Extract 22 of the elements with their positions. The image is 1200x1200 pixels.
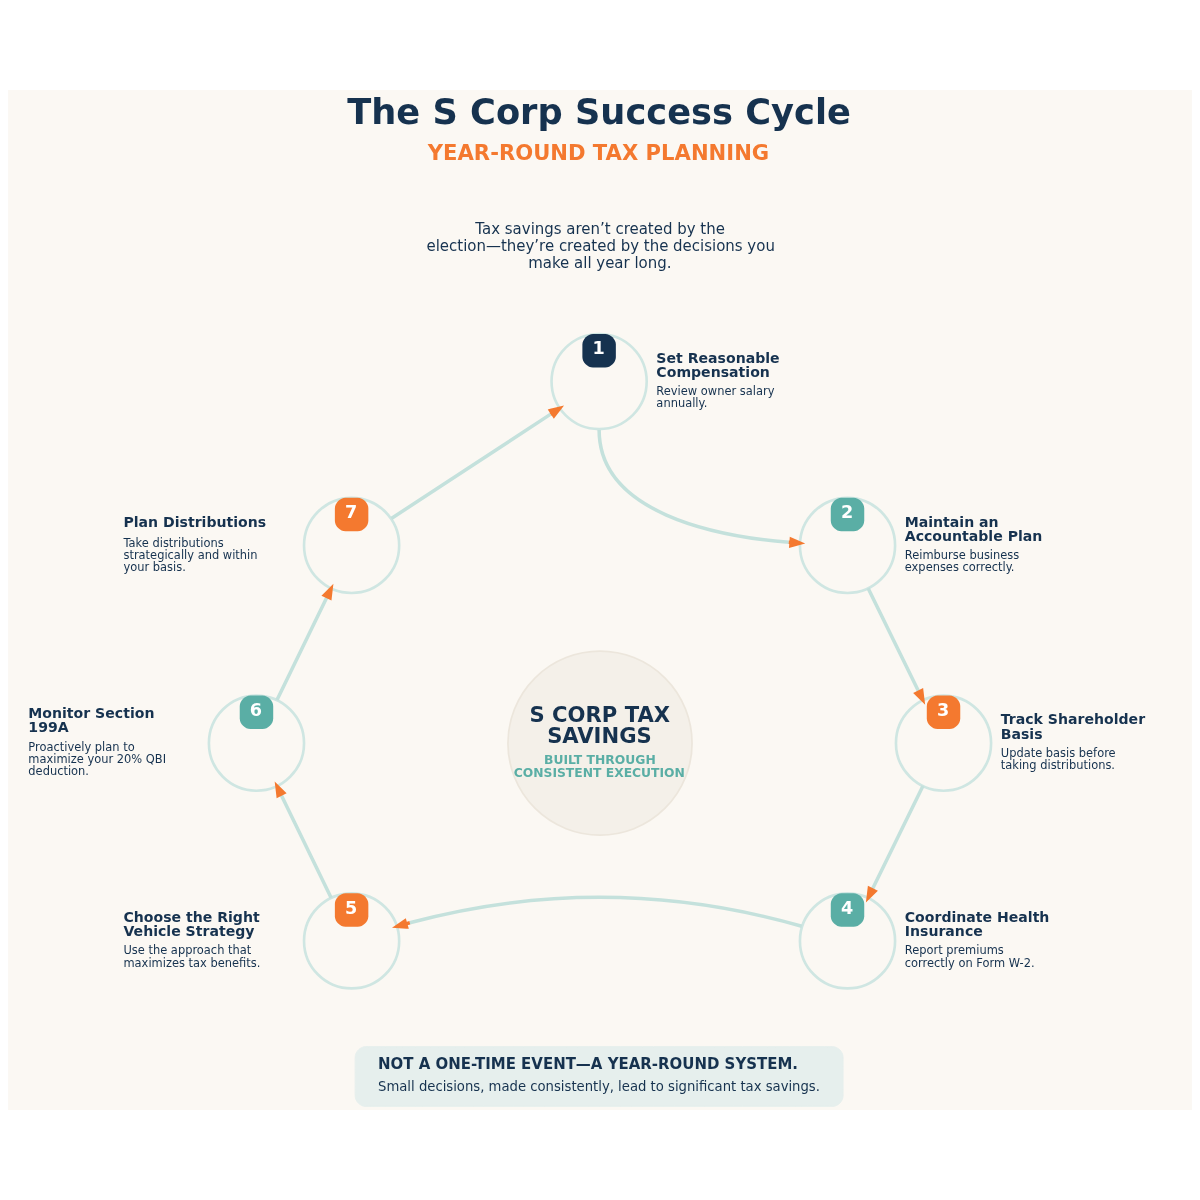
node-label: Set Reasonable Compensation: [656, 349, 780, 380]
label: YEAR-ROUND TAX PLANNING: [427, 139, 770, 165]
node-label: Review owner salary annually.: [656, 384, 775, 411]
node-label: Update basis before taking distributions.: [1000, 745, 1116, 773]
node-label: Reimburse business expenses correctly.: [904, 547, 1020, 575]
arrow: [275, 583, 334, 701]
arrow: [274, 781, 333, 899]
node-label: Maintain an Accountable Plan: [904, 513, 1043, 544]
node-label: Report premiums correctly on Form W-2.: [904, 943, 1035, 970]
node-label: Monitor Section 199A: [28, 705, 155, 736]
diagram-title: The S Corp Success Cycle: [347, 91, 851, 133]
node-label: Proactively plan to maximize your 20% QBI deduction.: [28, 739, 167, 779]
arrow: [390, 405, 565, 520]
node-label: Choose the Right Vehicle Strategy: [123, 909, 260, 940]
label: Tax savings aren’t created by the election—they’re created by the decisions you make all year long.: [426, 220, 775, 272]
arrow: [865, 785, 925, 903]
node-label: Use the approach that maximizes tax benefits.: [123, 943, 261, 970]
node-label: Coordinate Health Insurance: [904, 909, 1050, 940]
node-label: Plan Distributions: [123, 513, 267, 530]
node-label: Track Shareholder Basis: [1000, 711, 1146, 742]
node-label: Take distributions strategically and within your basis.: [123, 535, 258, 575]
arrow: [866, 587, 926, 705]
